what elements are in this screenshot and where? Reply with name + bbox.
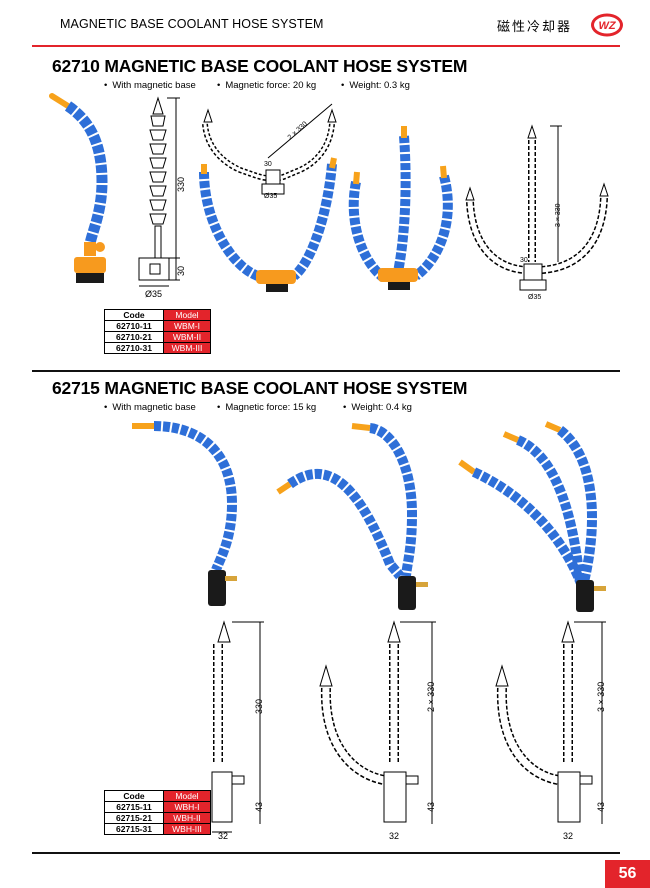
- drawing-single-hose: [138, 96, 180, 287]
- section-2-code-table: Code Model 62715-11 WBH-I 62715-21 WBH-I…: [104, 790, 211, 835]
- dim-base: 30: [176, 266, 186, 276]
- photo-single-hose: [49, 93, 108, 283]
- table-cell-model: WBH-III: [163, 823, 211, 835]
- photo-single-hose: [132, 421, 238, 606]
- dim-length-2: 2 × 330: [287, 120, 309, 141]
- table-header-code: Code: [104, 309, 164, 321]
- dim-base-2: 43: [426, 802, 436, 812]
- table-cell-code: 62715-21: [104, 812, 164, 824]
- section-divider: [32, 370, 620, 372]
- header-divider: [32, 45, 620, 47]
- logo-text: WZ: [598, 20, 616, 32]
- dim-length-3: 3 × 330: [555, 203, 562, 227]
- section-1-bullet-base: With magnetic base: [104, 80, 195, 91]
- table-row: 62715-21 WBH-II: [104, 812, 211, 824]
- table-cell-code: 62710-11: [104, 320, 164, 332]
- table-cell-code: 62715-11: [104, 801, 164, 813]
- drawing-double-hose: [319, 620, 436, 824]
- table-row: 62710-31 WBM-III: [104, 342, 211, 354]
- dim-width-2: 30: [264, 161, 272, 168]
- table-cell-model: WBM-I: [163, 320, 211, 332]
- table-cell-model: WBH-II: [163, 812, 211, 824]
- dim-length-3: 3 × 330: [596, 682, 606, 712]
- section-2-product-diagrams: 330 43 32 2 × 330 43 32 3 × 330 43 32: [132, 421, 606, 841]
- photo-triple-hose: [458, 421, 606, 612]
- dim-diameter-2: Ø35: [264, 193, 277, 200]
- section-2-bullet-base: With magnetic base: [104, 402, 195, 413]
- table-cell-model: WBM-II: [163, 331, 211, 343]
- table-header-row: Code Model: [104, 309, 211, 321]
- table-cell-model: WBM-III: [163, 342, 211, 354]
- drawing-triple-hose: [495, 620, 606, 824]
- table-header-code: Code: [104, 790, 164, 802]
- section-1-bullet-force: Magnetic force: 20 kg: [217, 80, 316, 91]
- drawing-single-hose: [211, 620, 264, 833]
- dim-width-2: 32: [389, 831, 399, 841]
- table-header-model: Model: [163, 790, 211, 802]
- section-1-title: 62710 MAGNETIC BASE COOLANT HOSE SYSTEM: [52, 56, 468, 76]
- table-header-row: Code Model: [104, 790, 211, 802]
- drawing-double-hose: [202, 103, 337, 195]
- photo-double-hose: [199, 157, 337, 292]
- dim-width-3: 30: [520, 257, 528, 264]
- section-1-product-diagrams: 330 30 Ø35 2 × 330 30 Ø35: [49, 93, 609, 301]
- footer-divider: [32, 852, 620, 854]
- table-row: 62710-11 WBM-I: [104, 320, 211, 332]
- table-cell-code: 62715-31: [104, 823, 164, 835]
- photo-triple-hose: [348, 126, 453, 290]
- dim-width-3: 32: [563, 831, 573, 841]
- photo-double-hose: [276, 423, 428, 610]
- drawing-triple-hose: [465, 124, 609, 291]
- dim-length-2: 2 × 330: [426, 682, 436, 712]
- dim-base-3: 43: [596, 802, 606, 812]
- dim-diameter-3: Ø35: [528, 294, 541, 301]
- page-number: 56: [605, 860, 650, 888]
- table-header-model: Model: [163, 309, 211, 321]
- table-cell-code: 62710-21: [104, 331, 164, 343]
- table-cell-code: 62710-31: [104, 342, 164, 354]
- section-2-bullet-force: Magnetic force: 15 kg: [217, 402, 316, 413]
- table-row: 62715-11 WBH-I: [104, 801, 211, 813]
- header-title-chinese: 磁性冷却器: [497, 20, 573, 35]
- dim-width: 32: [218, 831, 228, 841]
- table-row: 62710-21 WBM-II: [104, 331, 211, 343]
- table-cell-model: WBH-I: [163, 801, 211, 813]
- dim-height: 330: [254, 699, 264, 714]
- section-1-bullet-weight: Weight: 0.3 kg: [341, 80, 410, 91]
- section-2-bullet-weight: Weight: 0.4 kg: [343, 402, 412, 413]
- brand-logo-icon: WZ: [591, 13, 623, 37]
- dim-height: 330: [176, 177, 186, 192]
- section-2-title: 62715 MAGNETIC BASE COOLANT HOSE SYSTEM: [52, 378, 468, 398]
- dim-base: 43: [254, 802, 264, 812]
- table-row: 62715-31 WBH-III: [104, 823, 211, 835]
- dim-diameter: Ø35: [145, 289, 162, 299]
- header-title: MAGNETIC BASE COOLANT HOSE SYSTEM: [60, 17, 324, 31]
- section-1-code-table: Code Model 62710-11 WBM-I 62710-21 WBM-I…: [104, 309, 211, 354]
